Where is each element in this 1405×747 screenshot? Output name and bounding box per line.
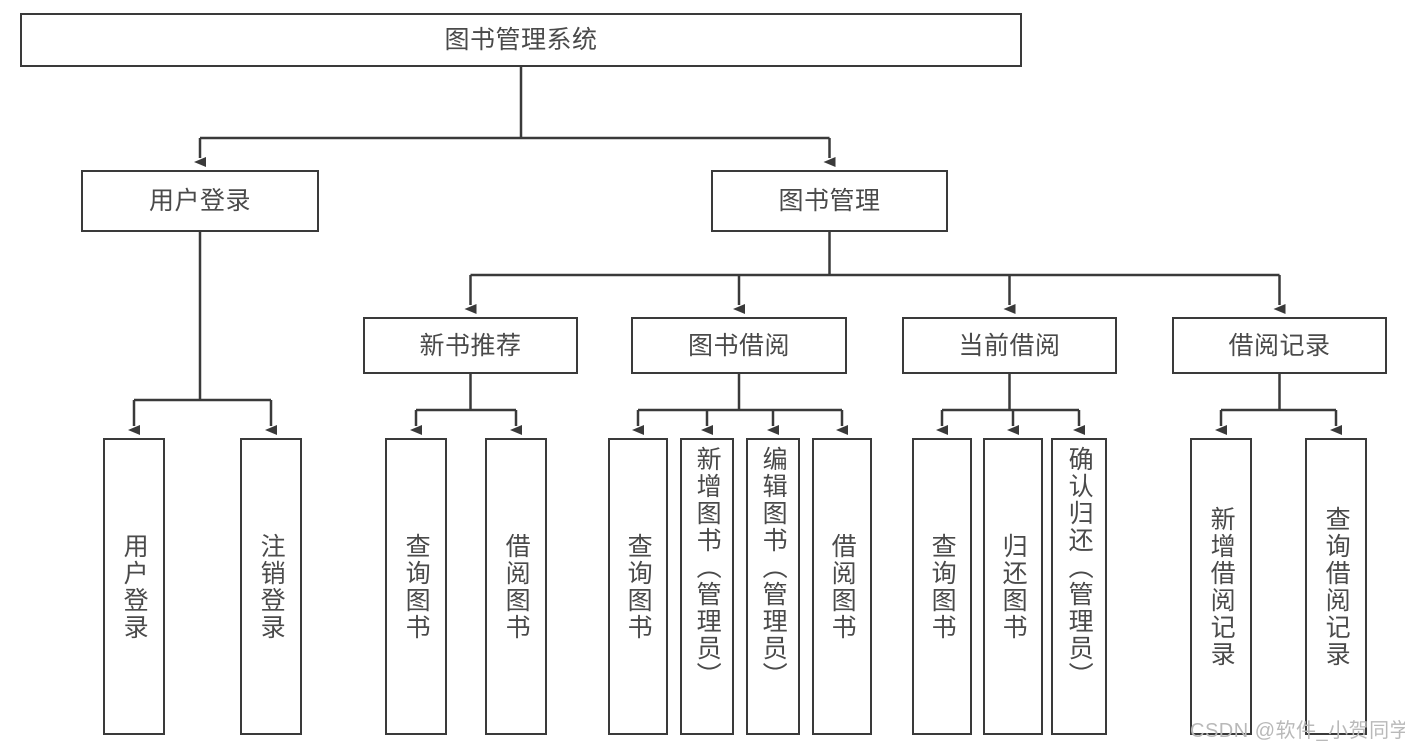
- node-label: 确认归还（管理员）: [1065, 446, 1094, 689]
- node-book-borrow[interactable]: 图书借阅: [631, 317, 847, 374]
- node-user-login[interactable]: 用户登录: [81, 170, 319, 232]
- node-current-borrow[interactable]: 当前借阅: [902, 317, 1117, 374]
- node-label: 查询图书: [402, 532, 431, 641]
- node-label: 当前借阅: [958, 331, 1061, 360]
- node-label: 用户登录: [120, 532, 149, 641]
- node-label: 查询图书: [928, 532, 957, 641]
- leaf-leaf-query-book-3[interactable]: 查询图书: [912, 438, 972, 735]
- node-label: 新增借阅记录: [1207, 505, 1236, 668]
- node-label: 新书推荐: [419, 331, 522, 360]
- node-label: 注销登录: [257, 532, 286, 641]
- node-new-book-recommend[interactable]: 新书推荐: [363, 317, 578, 374]
- leaf-leaf-add-record[interactable]: 新增借阅记录: [1190, 438, 1252, 735]
- leaf-leaf-query-record[interactable]: 查询借阅记录: [1305, 438, 1367, 735]
- leaf-leaf-logout[interactable]: 注销登录: [240, 438, 302, 735]
- node-book-manage[interactable]: 图书管理: [711, 170, 948, 232]
- node-label: 编辑图书（管理员）: [759, 446, 788, 689]
- node-label: 新增图书（管理员）: [693, 446, 722, 689]
- node-label: 用户登录: [148, 187, 251, 215]
- node-root[interactable]: 图书管理系统: [20, 13, 1022, 67]
- csdn-watermark: CSDN @软件_小贺同学: [1190, 720, 1405, 742]
- leaf-leaf-add-book[interactable]: 新增图书（管理员）: [680, 438, 734, 735]
- node-label: 图书管理系统: [444, 26, 598, 54]
- leaf-leaf-borrow-book-2[interactable]: 借阅图书: [812, 438, 872, 735]
- leaf-leaf-borrow-book-1[interactable]: 借阅图书: [485, 438, 547, 735]
- node-label: 图书管理: [778, 187, 881, 215]
- leaf-leaf-edit-book[interactable]: 编辑图书（管理员）: [746, 438, 800, 735]
- leaf-leaf-confirm-return[interactable]: 确认归还（管理员）: [1051, 438, 1107, 735]
- node-label: 借阅图书: [502, 532, 531, 641]
- node-label: 归还图书: [999, 532, 1028, 641]
- node-label: 图书借阅: [687, 331, 790, 360]
- leaf-leaf-query-book-2[interactable]: 查询图书: [608, 438, 668, 735]
- leaf-leaf-return-book[interactable]: 归还图书: [983, 438, 1043, 735]
- node-borrow-record[interactable]: 借阅记录: [1172, 317, 1387, 374]
- node-label: 借阅图书: [828, 532, 857, 641]
- node-label: 借阅记录: [1228, 331, 1331, 360]
- node-label: 查询图书: [624, 532, 653, 641]
- leaf-leaf-query-book-1[interactable]: 查询图书: [385, 438, 447, 735]
- leaf-leaf-user-login[interactable]: 用户登录: [103, 438, 165, 735]
- node-label: 查询借阅记录: [1322, 505, 1351, 668]
